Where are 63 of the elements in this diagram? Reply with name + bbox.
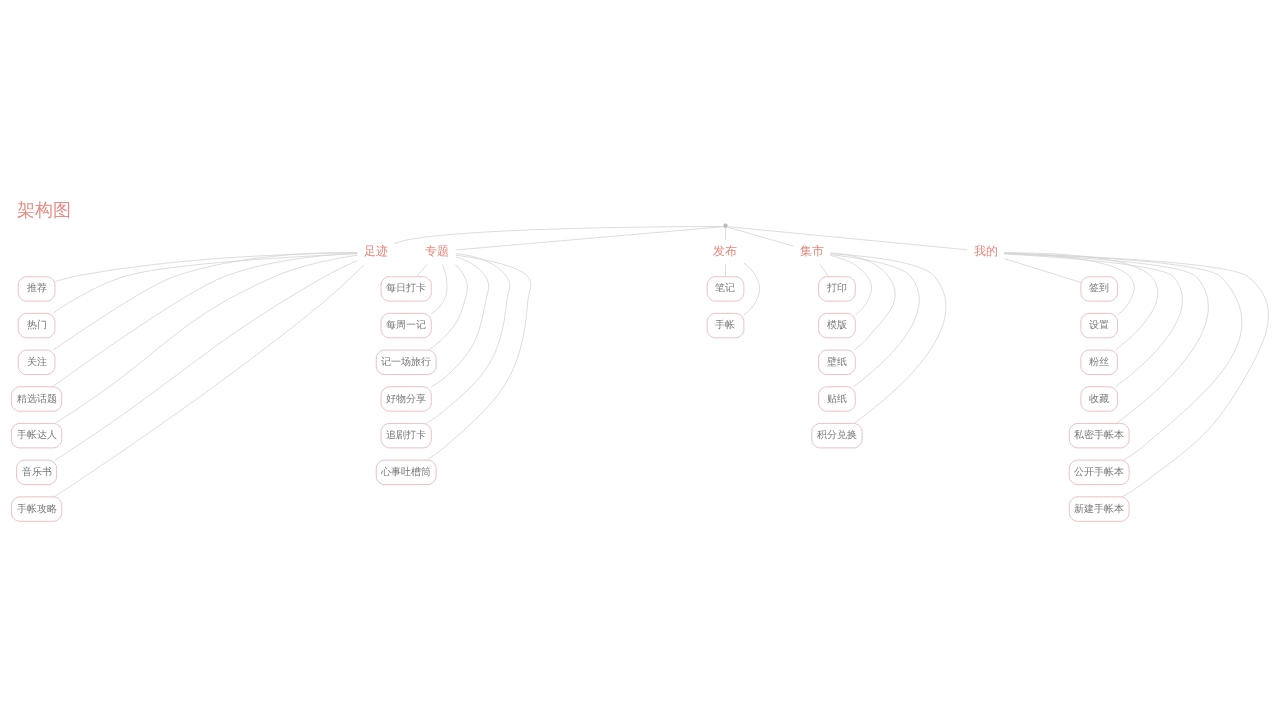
node-box: 公开手帐本: [1068, 459, 1130, 485]
node-box: 每周一记: [380, 313, 432, 339]
node-box: 贴纸: [818, 386, 856, 412]
node-text: 足迹: [363, 244, 388, 259]
node-text: 集市: [799, 244, 824, 259]
node-box: 音乐书: [16, 459, 57, 485]
connector: [455, 226, 725, 251]
diagram-title: 架构图: [16, 199, 71, 220]
node-box: 追剧打卡: [380, 423, 432, 449]
connector: [1003, 252, 1159, 351]
connector: [829, 255, 872, 316]
node-box: 手帐达人: [11, 423, 63, 449]
node-box: 推荐: [17, 276, 56, 302]
connector: [427, 264, 468, 351]
connector: [54, 254, 358, 424]
node-box: 模版: [818, 313, 856, 339]
connector: [393, 226, 725, 244]
node-box: 设置: [1080, 313, 1118, 339]
connector: [416, 264, 428, 277]
connector: [1003, 253, 1209, 424]
connector: [53, 264, 365, 498]
node-box: 粉丝: [1080, 349, 1118, 375]
node-box: 新建手帐本: [1068, 496, 1130, 522]
node-box: 积分兑换: [811, 423, 863, 449]
connector: [52, 252, 358, 388]
connector: [819, 264, 829, 277]
node-box: 笔记: [706, 276, 745, 302]
node-box: 关注: [17, 349, 56, 375]
connector: [54, 260, 358, 461]
connector: [829, 254, 920, 388]
connector: [829, 252, 896, 351]
connector: [431, 264, 448, 315]
connector: [1003, 253, 1269, 498]
connector: [1003, 253, 1243, 461]
node-text: 发布: [713, 244, 738, 259]
node-box: 热门: [17, 313, 56, 339]
connector: [1003, 253, 1183, 388]
connector: [727, 226, 968, 251]
node-box: 签到: [1080, 276, 1118, 302]
node-box: 打印: [818, 276, 856, 302]
connector: [426, 253, 511, 424]
node-box: 壁纸: [818, 349, 856, 375]
node-box: 好物分享: [380, 386, 432, 412]
node-box: 记一场旅行: [375, 349, 437, 375]
connector: [725, 264, 726, 277]
connector: [1003, 258, 1082, 283]
connector: [829, 253, 947, 424]
node-text: 我的: [973, 244, 998, 259]
node-box: 精选话题: [11, 386, 63, 412]
connector: [743, 262, 761, 316]
node-box: 私密手帐本: [1068, 423, 1130, 449]
node-box: 手帐: [706, 313, 745, 339]
connector: [725, 227, 726, 241]
node-box: 手帐攻略: [11, 496, 63, 522]
node-text: 专题: [425, 244, 450, 259]
node-box: 每日打卡: [380, 276, 432, 302]
node-point: [723, 223, 728, 229]
node-box: 收藏: [1080, 386, 1118, 412]
connector: [726, 226, 794, 247]
node-box: 心事吐槽筒: [375, 459, 437, 485]
connector: [426, 254, 532, 461]
connector: [52, 252, 358, 351]
connector: [431, 256, 490, 388]
